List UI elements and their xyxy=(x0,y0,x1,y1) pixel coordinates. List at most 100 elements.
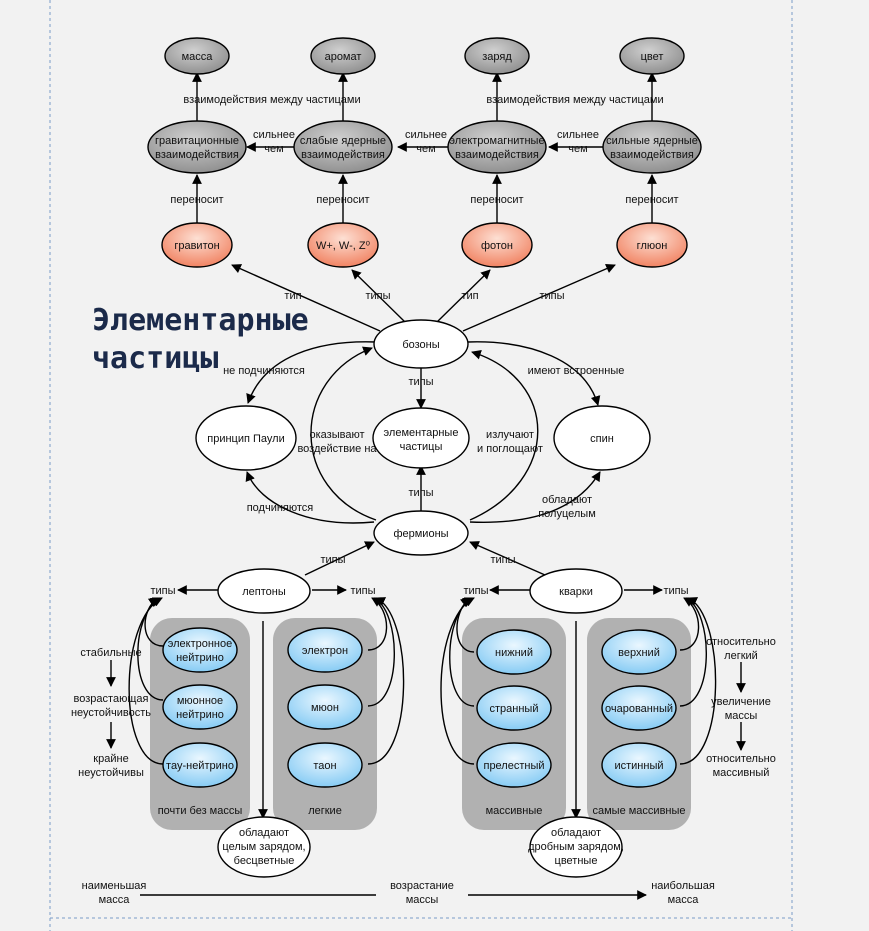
muon-label: мюон xyxy=(311,702,339,714)
node-weak-l2: взаимодействия xyxy=(301,149,385,161)
label-types-q2: типы xyxy=(663,585,688,597)
node-muon xyxy=(287,684,363,730)
node-spin-label: спин xyxy=(590,433,614,445)
node-truth xyxy=(601,742,677,788)
node-gluon-label: глюон xyxy=(637,240,668,252)
label-affect-b: воздействие на xyxy=(297,443,377,455)
title-line1: Элементарные xyxy=(92,303,309,338)
property-nodes: масса аромат заряд цвет xyxy=(164,37,685,75)
label-carries-4: переносит xyxy=(625,194,678,206)
label-stronger-2b: чем xyxy=(416,143,435,155)
label-types-l1: типы xyxy=(150,585,175,597)
node-leptons-label: лептоны xyxy=(242,586,286,598)
node-mass-label: масса xyxy=(182,51,214,63)
quarks-note-l2: дробным зарядом, xyxy=(528,841,624,853)
label-half-a: обладают xyxy=(542,494,592,506)
scale-stable: стабильные xyxy=(80,647,141,659)
carrier-nodes: гравитон W+, W-, Z⁰ фотон глюон xyxy=(161,222,688,268)
node-fermions-label: фермионы xyxy=(393,528,448,540)
axis-greatest-b: масса xyxy=(668,894,700,906)
core-nodes: бозоны принцип Паули элементарные частиц… xyxy=(195,319,651,556)
scale-rel-light-b: легкий xyxy=(724,650,758,662)
node-beauty xyxy=(476,742,552,788)
node-graviton-label: гравитон xyxy=(174,240,219,252)
scale-extreme-b: неустойчивы xyxy=(78,767,144,779)
scale-increasing-b: неустойчивость xyxy=(71,707,151,719)
edges xyxy=(106,72,746,900)
label-carries-2: переносит xyxy=(316,194,369,206)
node-wz-label: W+, W-, Z⁰ xyxy=(316,240,371,252)
leptons-note-l3: бесцветные xyxy=(234,855,295,867)
charm-label: очарованный xyxy=(605,703,673,715)
node-charm xyxy=(601,685,677,731)
node-wz xyxy=(307,222,379,268)
scale-rel-light-a: относительно xyxy=(706,636,776,648)
node-up xyxy=(601,629,677,675)
family-nodes: лептоны кварки обладают целым зарядом, б… xyxy=(217,568,624,878)
node-em-l2: взаимодействия xyxy=(455,149,539,161)
scale-increasing-a: возрастающая xyxy=(74,693,149,705)
lepton-neutrinos: электронное нейтрино мюонное нейтрино та… xyxy=(162,627,238,788)
node-weak-l1: слабые ядерные xyxy=(300,135,386,147)
scale-extreme-a: крайне xyxy=(93,753,128,765)
axis-least-a: наименьшая xyxy=(82,880,147,892)
down-label: нижний xyxy=(495,647,533,659)
node-photon xyxy=(461,222,533,268)
group-label-light: легкие xyxy=(308,805,342,817)
node-spin xyxy=(553,405,651,471)
node-strange xyxy=(476,685,552,731)
label-between-particles-right: взаимодействия между частицами xyxy=(486,94,663,106)
node-down xyxy=(476,629,552,675)
lepton-charged: электрон мюон таон xyxy=(287,627,363,788)
node-elementary xyxy=(372,407,470,469)
leptons-note-l2: целым зарядом, xyxy=(222,841,305,853)
label-type-1: тип xyxy=(284,290,301,302)
axis-increase-a: возрастание xyxy=(390,880,454,892)
electron-neutrino-l2: нейтрино xyxy=(176,652,224,664)
label-carries-3: переносит xyxy=(470,194,523,206)
node-flavor xyxy=(310,37,376,75)
label-obey: подчиняются xyxy=(247,502,314,514)
label-types-l2: типы xyxy=(350,585,375,597)
axis-increase-b: массы xyxy=(406,894,439,906)
label-carries-1: переносит xyxy=(170,194,223,206)
label-types-q1: типы xyxy=(463,585,488,597)
truth-label: истинный xyxy=(614,760,663,772)
node-elementary-l2: частицы xyxy=(400,441,443,453)
label-affect-a: оказывают xyxy=(310,429,365,441)
node-bosons-label: бозоны xyxy=(402,339,439,351)
node-tauon xyxy=(287,742,363,788)
node-weak xyxy=(293,120,393,174)
node-charge xyxy=(464,37,530,75)
label-types-4: типы xyxy=(539,290,564,302)
label-stronger-1a: сильнее xyxy=(253,129,295,141)
node-strong-l1: сильные ядерные xyxy=(606,135,698,147)
scale-mass-inc-b: массы xyxy=(725,710,758,722)
label-type-3: тип xyxy=(461,290,478,302)
node-grav-l1: гравитационные xyxy=(155,135,239,147)
node-flavor-label: аромат xyxy=(325,51,362,63)
node-bosons xyxy=(373,319,469,369)
node-quarks xyxy=(529,568,623,614)
quarks-note-l3: цветные xyxy=(555,855,598,867)
node-color xyxy=(619,37,685,75)
electron-label: электрон xyxy=(302,645,348,657)
up-label: верхний xyxy=(618,647,660,659)
interaction-nodes: гравитационные взаимодействия слабые яде… xyxy=(147,120,702,174)
group-label-neutrinos: почти без массы xyxy=(158,805,243,817)
tau-neutrino-label: тау-нейтрино xyxy=(166,760,234,772)
mass-axis: наименьшая масса возрастание массы наибо… xyxy=(82,880,715,910)
label-stronger-1b: чем xyxy=(264,143,283,155)
node-strong xyxy=(602,120,702,174)
node-gluon xyxy=(616,222,688,268)
label-not-obey: не подчиняются xyxy=(223,365,305,377)
scale-rel-massive-b: массивный xyxy=(713,767,770,779)
node-elementary-l1: элементарные xyxy=(384,427,459,439)
node-graviton xyxy=(161,222,233,268)
label-half-b: полуцелым xyxy=(538,508,596,520)
electron-neutrino-l1: электронное xyxy=(168,638,233,650)
edge-labels: взаимодействия между частицами взаимодей… xyxy=(150,94,688,597)
node-pauli xyxy=(195,405,297,471)
label-types-fermions: типы xyxy=(408,487,433,499)
scale-mass-inc-a: увеличение xyxy=(711,696,771,708)
